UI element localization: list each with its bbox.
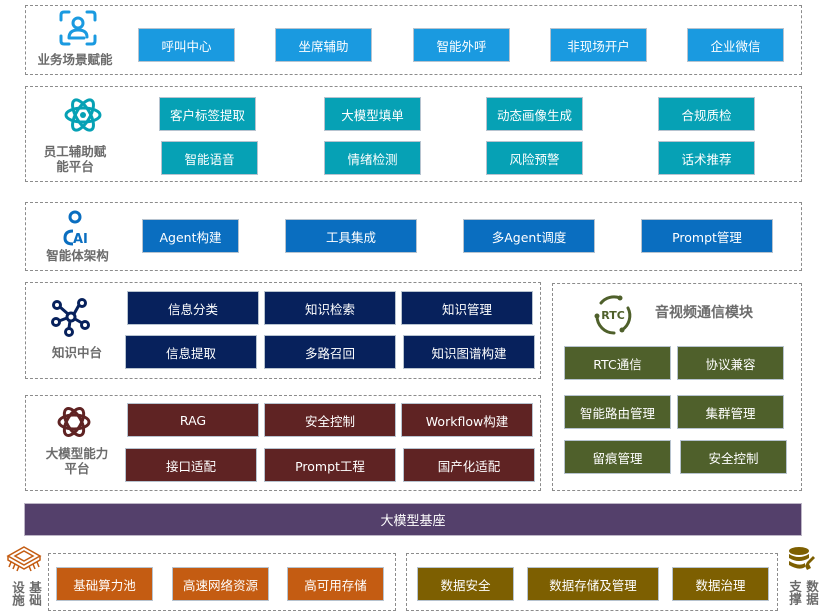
infra-title: 设施 基础 <box>10 581 42 606</box>
data-item-governance[interactable]: 数据治理 <box>672 567 769 601</box>
agent-item-build[interactable]: Agent构建 <box>142 219 239 253</box>
data-item-security[interactable]: 数据安全 <box>417 567 514 601</box>
staff-item-dynamic-profile[interactable]: 动态画像生成 <box>486 97 583 131</box>
infra-item-network[interactable]: 高速网络资源 <box>172 567 269 601</box>
agent-item-multi-agent[interactable]: 多Agent调度 <box>463 219 595 253</box>
rtc-item-rtc-comm[interactable]: RTC通信 <box>564 346 671 380</box>
svg-text:RTC: RTC <box>601 309 625 322</box>
llm-item-interface[interactable]: 接口适配 <box>125 448 257 482</box>
knowledge-layer-title: 知识中台 <box>51 345 102 360</box>
rtc-item-cluster[interactable]: 集群管理 <box>677 395 784 429</box>
staff-item-risk-alert[interactable]: 风险预警 <box>486 141 583 175</box>
rtc-icon: RTC <box>594 295 632 335</box>
svg-text:AI: AI <box>73 232 88 246</box>
rtc-item-protocol[interactable]: 协议兼容 <box>677 346 784 380</box>
knowledge-item-extract[interactable]: 信息提取 <box>125 335 257 369</box>
user-scan-icon <box>59 10 97 46</box>
llm-item-localization[interactable]: 国产化适配 <box>403 448 535 482</box>
staff-layer <box>25 86 802 182</box>
staff-item-llm-form[interactable]: 大模型填单 <box>324 97 421 131</box>
knowledge-item-graph[interactable]: 知识图谱构建 <box>403 335 535 369</box>
infra-item-storage[interactable]: 高可用存储 <box>287 567 384 601</box>
staff-layer-title: 员工辅助赋 能平台 <box>43 144 107 174</box>
rtc-item-security[interactable]: 安全控制 <box>680 440 787 474</box>
llm-item-prompt-eng[interactable]: Prompt工程 <box>264 448 396 482</box>
knowledge-item-classify[interactable]: 信息分类 <box>127 291 259 325</box>
data-item-storage-mgmt[interactable]: 数据存储及管理 <box>527 567 659 601</box>
llm-base-bar: 大模型基座 <box>24 503 802 536</box>
llm-item-rag[interactable]: RAG <box>127 403 259 437</box>
business-item-agent-assist[interactable]: 坐席辅助 <box>275 28 372 62</box>
staff-item-script-rec[interactable]: 话术推荐 <box>658 141 755 175</box>
infra-item-compute[interactable]: 基础算力池 <box>56 567 153 601</box>
openai-knot-icon <box>57 407 91 437</box>
knowledge-item-multi-recall[interactable]: 多路召回 <box>264 335 396 369</box>
database-wrench-icon <box>789 547 815 570</box>
data-title: 支撑 数据 <box>787 580 819 605</box>
rtc-module-title: 音视频通信模块 <box>655 305 753 321</box>
llm-layer-title: 大模型能力 平台 <box>45 446 109 476</box>
llm-layer <box>25 395 541 491</box>
data-layer <box>406 553 778 611</box>
business-item-smart-outbound[interactable]: 智能外呼 <box>413 28 510 62</box>
atom-icon <box>64 98 102 132</box>
chip-icon <box>6 546 42 572</box>
infra-layer <box>48 553 396 611</box>
business-layer-title: 业务场景赋能 <box>37 52 113 67</box>
rtc-module <box>552 283 802 491</box>
staff-item-compliance[interactable]: 合规质检 <box>658 97 755 131</box>
staff-item-customer-tag[interactable]: 客户标签提取 <box>159 97 256 131</box>
rtc-item-routing[interactable]: 智能路由管理 <box>564 395 671 429</box>
llm-item-workflow[interactable]: Workflow构建 <box>401 403 533 437</box>
business-item-wecom[interactable]: 企业微信 <box>687 28 784 62</box>
rtc-item-trace[interactable]: 留痕管理 <box>564 440 671 474</box>
business-layer <box>25 5 802 75</box>
llm-item-security[interactable]: 安全控制 <box>264 403 396 437</box>
agent-item-tools[interactable]: 工具集成 <box>285 219 417 253</box>
knowledge-item-retrieve[interactable]: 知识检索 <box>264 291 396 325</box>
staff-item-smart-voice[interactable]: 智能语音 <box>161 141 258 175</box>
staff-item-emotion[interactable]: 情绪检测 <box>324 141 421 175</box>
ai-person-icon: AI <box>63 210 88 246</box>
agent-item-prompt[interactable]: Prompt管理 <box>641 219 773 253</box>
knowledge-item-manage[interactable]: 知识管理 <box>401 291 533 325</box>
agent-layer-title: 智能体架构 <box>46 248 109 263</box>
business-item-call-center[interactable]: 呼叫中心 <box>138 28 235 62</box>
business-item-remote-account[interactable]: 非现场开户 <box>550 28 647 62</box>
network-nodes-icon <box>51 298 90 337</box>
knowledge-layer <box>25 282 541 379</box>
agent-layer <box>25 202 802 271</box>
